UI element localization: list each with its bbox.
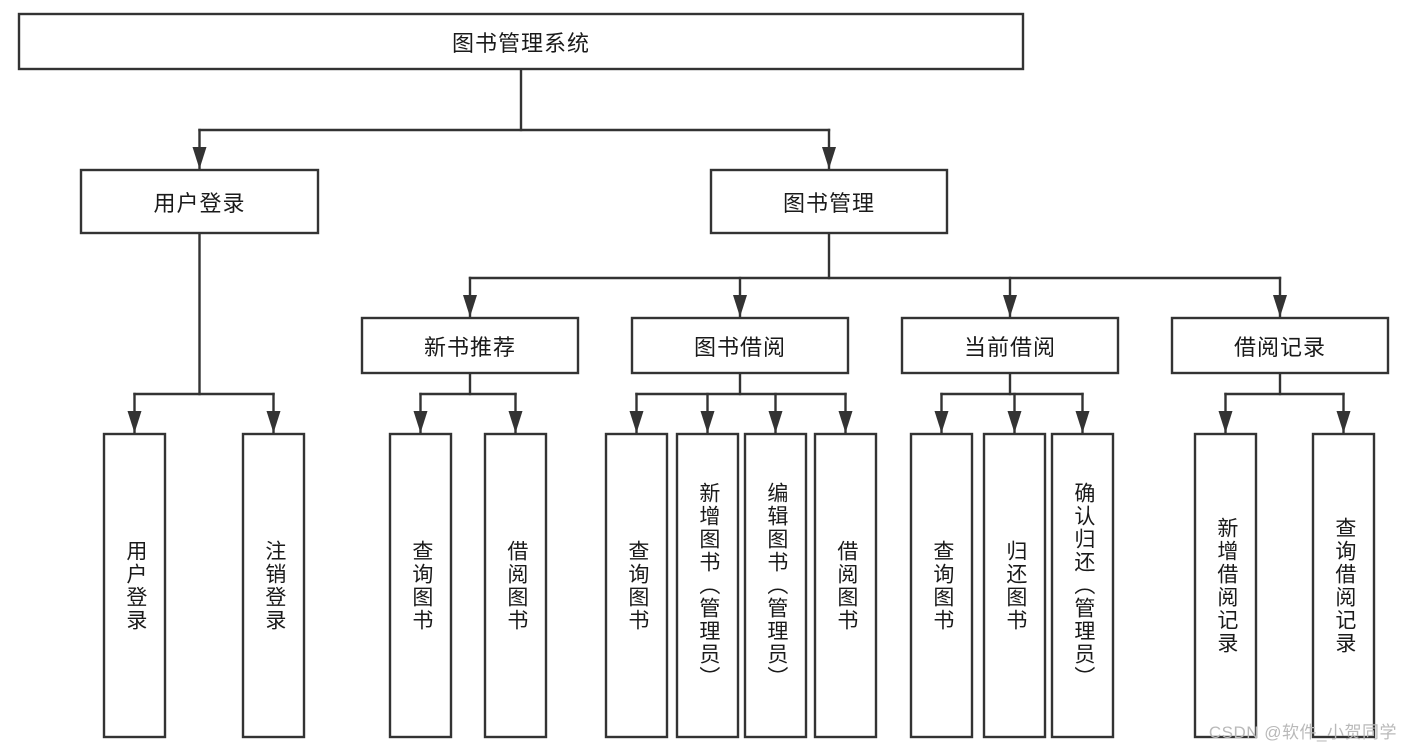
- arrow-head-icon: [127, 411, 142, 433]
- arrow-head-icon: [508, 411, 523, 433]
- connector-lines: [127, 67, 1351, 434]
- node-box-leaf-user-login[interactable]: [102, 432, 167, 739]
- arrow-head-icon: [1007, 411, 1022, 433]
- node-box-current-borrow[interactable]: [900, 316, 1120, 375]
- node-box-leaf-query-record[interactable]: [1311, 432, 1376, 739]
- node-box-book-borrow[interactable]: [630, 316, 850, 375]
- node-box-leaf-add-book[interactable]: [675, 432, 740, 739]
- arrow-head-icon: [1003, 295, 1017, 317]
- arrow-head-icon: [192, 147, 207, 169]
- arrow-head-icon: [822, 147, 836, 169]
- node-box-user-login[interactable]: [79, 168, 320, 235]
- arrow-head-icon: [1075, 411, 1090, 433]
- node-box-leaf-confirm-return[interactable]: [1050, 432, 1115, 739]
- node-box-leaf-query-book-3[interactable]: [909, 432, 974, 739]
- arrow-head-icon: [733, 295, 747, 317]
- node-box-leaf-borrow-book-2[interactable]: [813, 432, 878, 739]
- node-box-new-book-recommend[interactable]: [360, 316, 580, 375]
- arrow-head-icon: [266, 411, 281, 433]
- node-box-leaf-query-book-1[interactable]: [388, 432, 453, 739]
- arrow-head-icon: [629, 411, 644, 433]
- node-box-borrow-record[interactable]: [1170, 316, 1390, 375]
- arrow-head-icon: [838, 411, 853, 433]
- node-box-leaf-return-book[interactable]: [982, 432, 1047, 739]
- node-box-leaf-edit-book[interactable]: [743, 432, 808, 739]
- node-box-leaf-query-book-2[interactable]: [604, 432, 669, 739]
- node-box-leaf-borrow-book-1[interactable]: [483, 432, 548, 739]
- arrow-head-icon: [934, 411, 949, 433]
- arrow-head-icon: [768, 411, 783, 433]
- node-box-book-manage[interactable]: [709, 168, 949, 235]
- arrow-head-icon: [463, 295, 477, 317]
- arrow-head-icon: [1273, 295, 1287, 317]
- arrow-head-icon: [700, 411, 715, 433]
- arrow-head-icon: [413, 411, 428, 433]
- arrow-head-icon: [1336, 411, 1351, 433]
- node-boxes: [17, 12, 1390, 739]
- node-box-root[interactable]: [17, 12, 1025, 71]
- node-box-leaf-logout[interactable]: [241, 432, 306, 739]
- watermark-text: CSDN @软件_小贺同学: [1208, 723, 1397, 742]
- arrow-head-icon: [1218, 411, 1233, 433]
- node-box-leaf-add-record[interactable]: [1193, 432, 1258, 739]
